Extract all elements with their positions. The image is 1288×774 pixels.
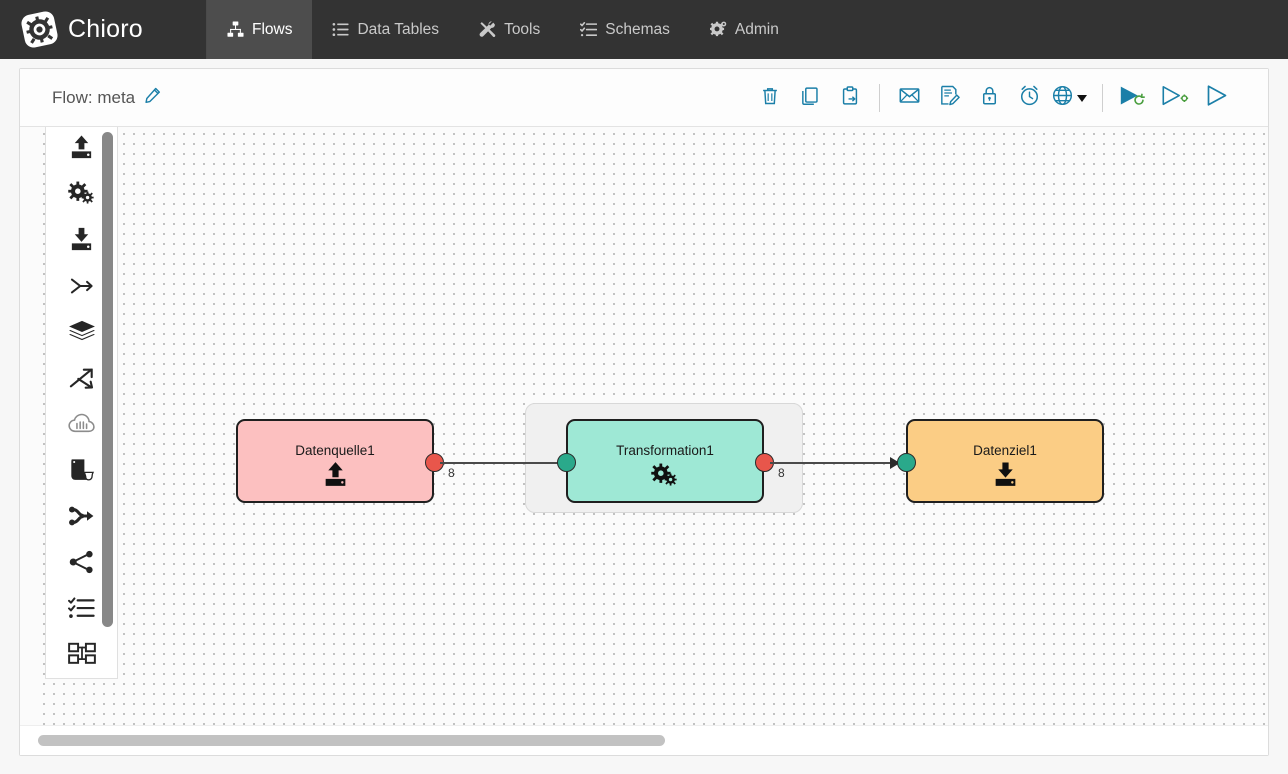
download-icon	[68, 226, 95, 258]
palette-scrollbar-thumb[interactable]	[102, 132, 113, 627]
lock-button[interactable]	[969, 82, 1009, 114]
share-node-icon	[69, 550, 95, 579]
flow-node-datenziel1[interactable]: Datenziel1	[906, 419, 1104, 503]
flow-toolbar	[750, 82, 1238, 114]
envelope-icon	[898, 84, 921, 112]
nav-item-label: Flows	[252, 20, 293, 38]
share-tool[interactable]	[46, 541, 117, 587]
input-port-datenziel1[interactable]	[897, 453, 916, 472]
flow-editor-panel: Flow: meta	[19, 68, 1269, 756]
document-edit-icon	[938, 84, 961, 112]
node-label: Datenquelle1	[295, 443, 375, 458]
input-port-transformation1[interactable]	[557, 453, 576, 472]
flow-canvas[interactable]: Datenquelle1 8 Transformation1	[20, 127, 1268, 755]
run-button[interactable]	[1112, 82, 1154, 114]
merge-tool[interactable]	[46, 265, 117, 311]
run-plain-button[interactable]	[1196, 82, 1238, 114]
node-label: Datenziel1	[973, 443, 1037, 458]
chevron-down-icon	[1077, 94, 1087, 102]
script-tool[interactable]	[46, 449, 117, 495]
upload-icon	[68, 134, 95, 166]
alarm-clock-icon	[1018, 84, 1041, 112]
brand-name: Chioro	[68, 15, 143, 43]
gear-rounded-square-icon	[20, 10, 59, 49]
download-icon	[908, 460, 1102, 489]
data-target-tool[interactable]	[46, 219, 117, 265]
cloud-icon	[67, 413, 96, 440]
nav-item-label: Admin	[734, 20, 779, 38]
mail-button[interactable]	[889, 82, 929, 114]
nav-item-schemas[interactable]: Schemas	[560, 0, 690, 59]
edge-label-1: 8	[448, 466, 455, 480]
canvas-scrollbar-track[interactable]	[20, 725, 1268, 755]
flow-node-datenquelle1[interactable]: Datenquelle1	[236, 419, 434, 503]
list-icon	[332, 21, 350, 38]
toolbar-divider-2	[1102, 84, 1103, 112]
checklist-tool[interactable]	[46, 587, 117, 633]
funnel-arrow-icon	[68, 505, 95, 532]
gear-icon	[709, 21, 727, 38]
module-tool[interactable]	[46, 633, 117, 678]
scroll-icon	[68, 457, 95, 487]
checklist-icon	[68, 596, 95, 624]
canvas-scrollbar-thumb[interactable]	[38, 735, 665, 746]
panel-header: Flow: meta	[20, 69, 1268, 127]
nav-item-admin[interactable]: Admin	[690, 0, 799, 59]
nav-item-label: Tools	[504, 20, 541, 38]
modules-icon	[67, 642, 96, 670]
pencil-icon[interactable]	[144, 87, 161, 109]
edge-label-2: 8	[778, 466, 785, 480]
data-source-tool[interactable]	[46, 127, 117, 173]
gears-icon	[67, 181, 96, 212]
flow-edge-2[interactable]	[770, 462, 895, 464]
cloud-tool[interactable]	[46, 403, 117, 449]
brand-logo-area[interactable]: Chioro	[0, 0, 207, 59]
sitemap-icon	[227, 21, 244, 38]
layers-icon	[68, 320, 96, 349]
clipboard-export-icon	[839, 85, 861, 112]
play-outline-icon	[1204, 83, 1230, 114]
top-navigation-bar: Chioro Flows	[0, 0, 1288, 59]
globe-icon	[1051, 84, 1074, 112]
schedule-button[interactable]	[1009, 82, 1049, 114]
nav-item-label: Data Tables	[357, 20, 440, 38]
copy-icon	[799, 85, 821, 112]
copy-button[interactable]	[790, 82, 830, 114]
layers-tool[interactable]	[46, 311, 117, 357]
flow-node-transformation1[interactable]: Transformation1	[566, 419, 764, 503]
upload-icon	[238, 460, 432, 489]
gears-icon	[568, 463, 762, 489]
edge-arrow-2	[890, 457, 900, 469]
flow-edge-1[interactable]	[440, 462, 565, 464]
tools-icon	[479, 21, 496, 38]
nav-item-flows[interactable]: Flows	[207, 0, 313, 59]
merge-arrow-icon	[69, 275, 95, 302]
lock-icon	[979, 85, 1000, 111]
play-outline-target-icon	[1160, 83, 1190, 114]
play-filled-refresh-icon	[1118, 83, 1148, 114]
nav-item-data-tables[interactable]: Data Tables	[312, 0, 459, 59]
delete-button[interactable]	[750, 82, 790, 114]
nav-item-label: Schemas	[605, 20, 670, 38]
trash-icon	[759, 85, 781, 112]
nav-item-tools[interactable]: Tools	[459, 0, 560, 59]
flow-title-area: Flow: meta	[52, 87, 161, 109]
transformation-tool[interactable]	[46, 173, 117, 219]
globe-button[interactable]	[1049, 84, 1093, 112]
split-tool[interactable]	[46, 357, 117, 403]
notes-button[interactable]	[929, 82, 969, 114]
checklist-icon	[580, 21, 598, 38]
paste-button[interactable]	[830, 82, 870, 114]
split-arrows-icon	[69, 366, 95, 395]
node-label: Transformation1	[616, 443, 714, 458]
toolbar-divider-1	[879, 84, 880, 112]
nav-items: Flows Data Tables Tools	[207, 0, 799, 59]
page-title: Flow: meta	[52, 88, 136, 107]
run-debug-button[interactable]	[1154, 82, 1196, 114]
funnel-tool[interactable]	[46, 495, 117, 541]
